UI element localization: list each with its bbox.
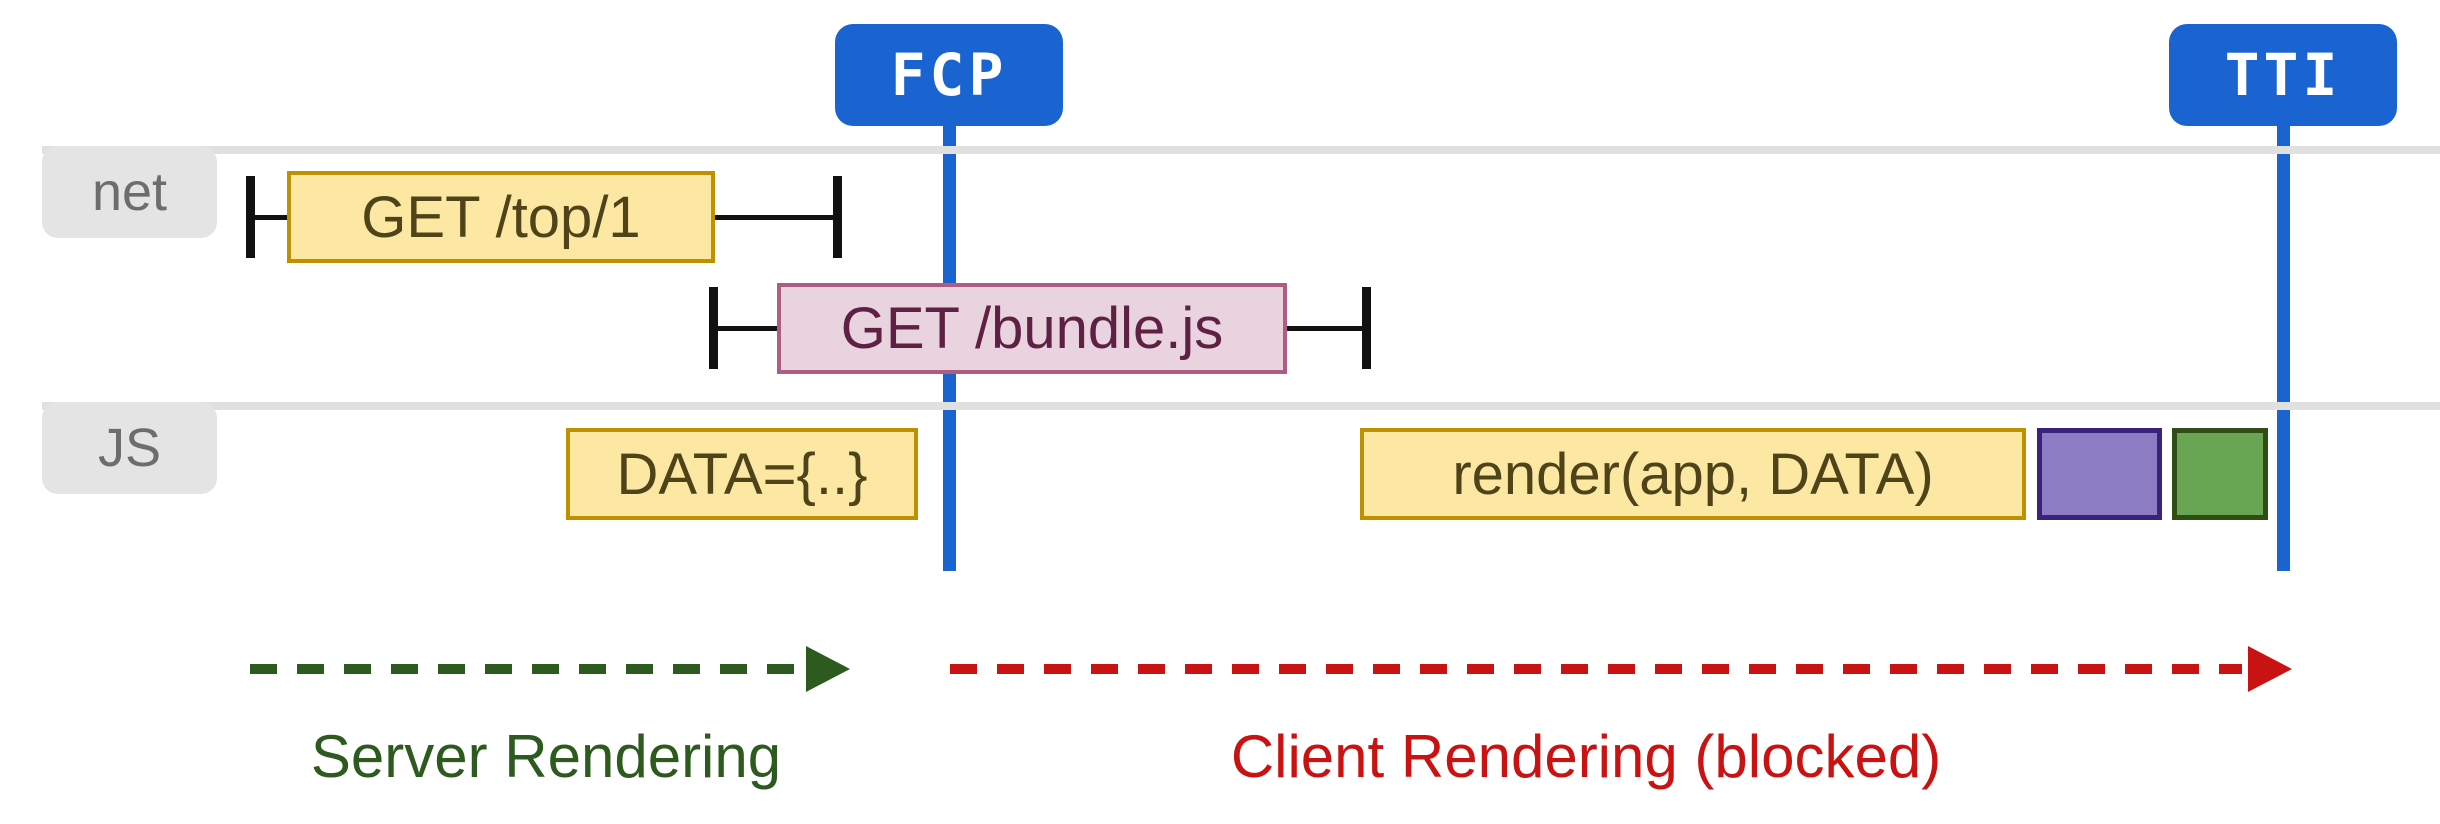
- get-bundle-end-tick: [1362, 287, 1371, 369]
- task-data-label: DATA={..}: [616, 441, 868, 507]
- client-rendering-arrowhead-icon: [2248, 646, 2292, 692]
- tti-badge-label: TTI: [2224, 41, 2342, 109]
- fcp-badge: FCP: [835, 24, 1063, 126]
- task-purple-block: [2037, 428, 2162, 520]
- js-lane-label-text: JS: [97, 418, 162, 478]
- js-lane-line: [42, 402, 2440, 410]
- task-data: DATA={..}: [566, 428, 918, 520]
- tti-badge: TTI: [2169, 24, 2397, 126]
- get-top-start-connector: [250, 215, 290, 220]
- server-rendering-arrowhead-icon: [806, 646, 850, 692]
- tti-marker-line: [2277, 120, 2290, 571]
- net-lane-label: net: [42, 146, 217, 238]
- task-get-bundle: GET /bundle.js: [777, 283, 1287, 374]
- get-top-end-connector: [713, 215, 837, 220]
- task-get-top: GET /top/1: [287, 171, 715, 263]
- fcp-badge-label: FCP: [890, 41, 1008, 109]
- client-rendering-caption: Client Rendering (blocked): [1230, 723, 1942, 790]
- task-get-bundle-label: GET /bundle.js: [840, 296, 1224, 361]
- get-bundle-start-connector: [713, 326, 781, 331]
- server-rendering-caption: Server Rendering: [310, 723, 782, 790]
- get-top-end-tick: [833, 176, 842, 258]
- task-green-block: [2172, 428, 2268, 520]
- task-get-top-label: GET /top/1: [361, 184, 641, 250]
- js-lane-label: JS: [42, 402, 217, 494]
- task-render: render(app, DATA): [1360, 428, 2026, 520]
- phase-arrows: [250, 646, 2292, 692]
- task-render-label: render(app, DATA): [1452, 441, 1934, 507]
- net-lane-line: [42, 146, 2440, 154]
- get-bundle-end-connector: [1285, 326, 1366, 331]
- net-lane-label-text: net: [91, 162, 168, 222]
